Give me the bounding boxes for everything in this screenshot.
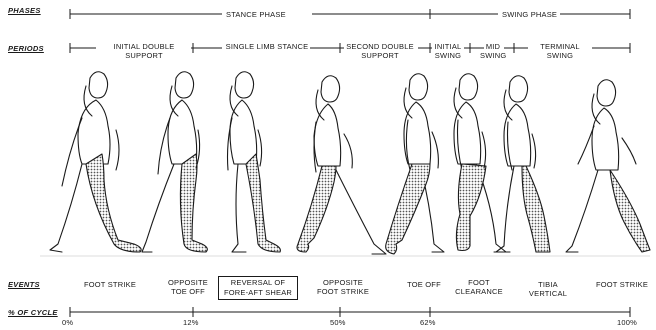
percent-timeline xyxy=(70,307,630,317)
walking-figure-2 xyxy=(142,72,207,252)
event-foot-strike: FOOT STRIKE xyxy=(78,280,142,289)
period-initial-double-support: INITIAL DOUBLESUPPORT xyxy=(96,42,192,60)
phase-label-stance: STANCE PHASE xyxy=(226,10,286,19)
walking-figure-5 xyxy=(386,74,444,254)
period-second-double-support: SECOND DOUBLESUPPORT xyxy=(344,42,416,60)
walking-figure-7 xyxy=(496,76,550,252)
walking-figure-8 xyxy=(566,80,650,252)
event-foot-strike-end: FOOT STRIKE xyxy=(590,280,654,289)
percent-tick-100: 100% xyxy=(617,318,637,327)
period-initial-swing: INITIALSWING xyxy=(432,42,464,60)
period-single-limb-stance: SINGLE LIMB STANCE xyxy=(222,42,312,51)
event-tibia-vertical: TIBIAVERTICAL xyxy=(522,280,574,298)
period-terminal-swing: TERMINALSWING xyxy=(528,42,592,60)
percent-tick-50: 50% xyxy=(330,318,346,327)
walking-figure-1 xyxy=(50,72,141,252)
event-opposite-foot-strike: OPPOSITEFOOT STRIKE xyxy=(310,278,376,296)
event-toe-off: TOE OFF xyxy=(402,280,446,289)
event-foot-clearance: FOOTCLEARANCE xyxy=(454,278,504,296)
walking-figure-3 xyxy=(228,72,281,252)
event-reversal-of-fore-aft-shear: REVERSAL OFFORE-AFT SHEAR xyxy=(218,276,298,300)
percent-tick-0: 0% xyxy=(62,318,73,327)
walking-figure-6 xyxy=(454,74,506,252)
percent-tick-62: 62% xyxy=(420,318,436,327)
phase-label-swing: SWING PHASE xyxy=(502,10,557,19)
walking-figure-4 xyxy=(297,76,386,254)
event-opposite-toe-off: OPPOSITETOE OFF xyxy=(160,278,216,296)
period-mid-swing: MIDSWING xyxy=(480,42,506,60)
percent-tick-12: 12% xyxy=(183,318,199,327)
